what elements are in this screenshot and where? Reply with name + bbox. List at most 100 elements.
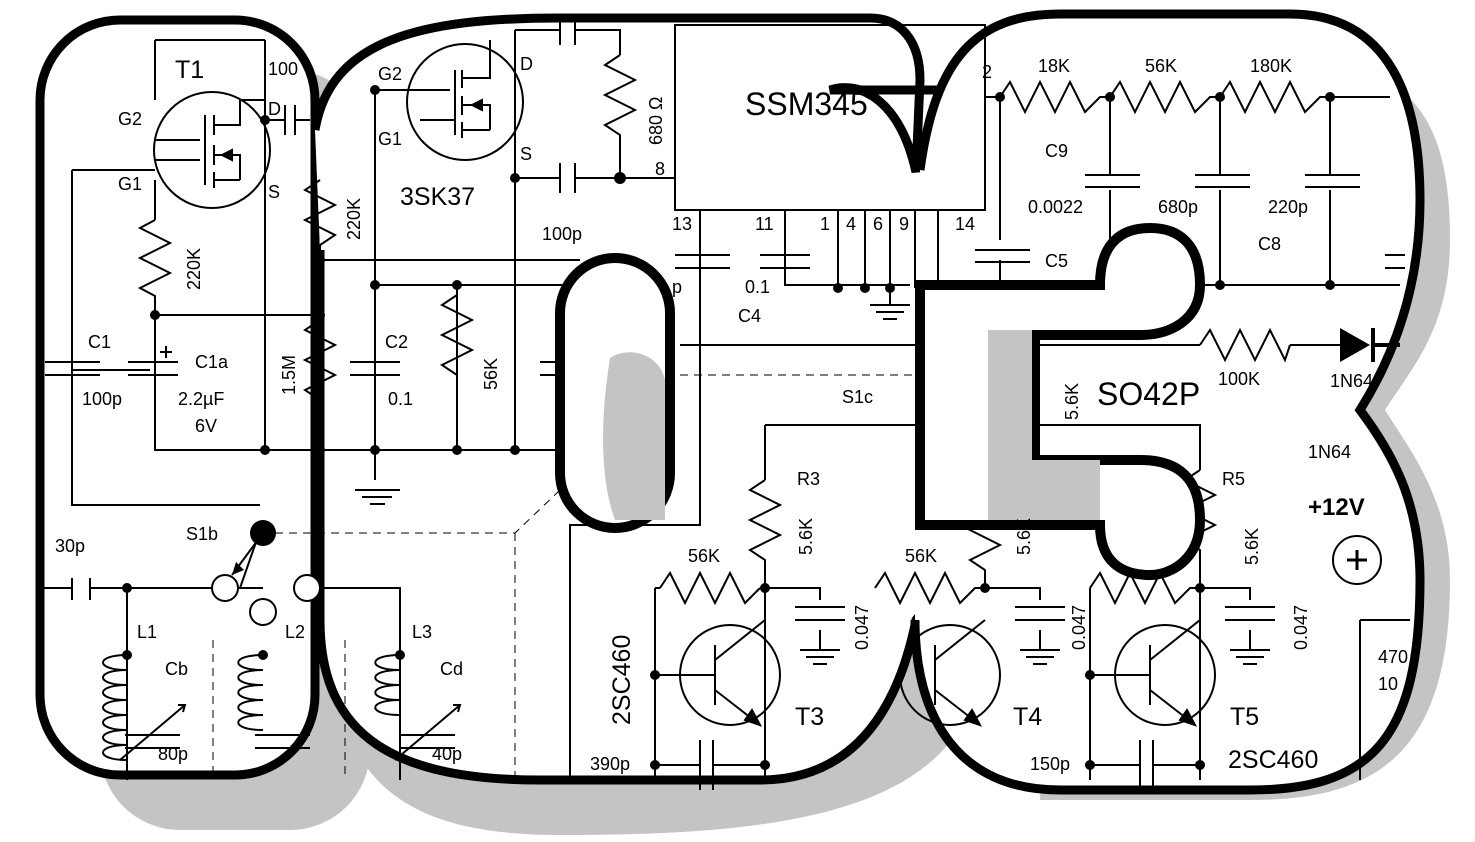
inductors [102,648,401,761]
label-pin6: 6 [873,214,883,234]
resistor-56k-t [1109,79,1220,115]
label-56k-t4: 56K [905,546,937,566]
label-pin11: 11 [755,214,774,234]
label-d2: D [520,54,533,74]
label-pin14: 14 [955,214,975,234]
label-t1: T1 [175,56,204,84]
label-1n64-a: 1N64 [1330,371,1373,391]
label-3sk37: 3SK37 [400,183,475,211]
label-470: 470 [1378,647,1408,667]
resistor-18k [999,79,1110,115]
label-c2-value: 0.1 [388,389,413,409]
label-l3: L3 [412,622,432,642]
label-s1c: S1c [842,387,873,407]
transistor-t3 [679,619,781,727]
label-220p: 220p [1268,197,1308,217]
capacitors [45,15,1405,790]
resistor-1m5 [302,319,338,450]
label-g1b: G1 [378,129,402,149]
resistor-56k-5 [1089,570,1195,606]
label-c9: C9 [1045,141,1068,161]
logo-letter-e [910,9,1425,795]
label-10: 10 [1378,674,1398,694]
transistor-t1 [153,91,271,209]
label-1n64-b: 1N64 [1308,442,1351,462]
label-1.5m: 1.5M [279,355,299,395]
label-pin4: 4 [846,214,856,234]
label-2sc460-t5: 2SC460 [1228,746,1318,774]
transistor-t5 [1114,619,1216,727]
label-t5: T5 [1230,703,1259,731]
label-c5: C5 [1045,251,1068,271]
label-0.1-ic: 0.1 [745,277,770,297]
transistor-3sk37 [406,40,524,161]
label-cd: Cd [440,659,463,679]
label-0.0022: 0.0022 [1028,197,1083,217]
label-t4: T4 [1013,703,1042,731]
label-c4: C4 [738,306,761,326]
label-100: 100 [268,59,298,79]
label-80p: 80p [158,744,188,764]
label-cp: p [672,277,682,297]
label-0.047-c: 0.047 [1291,605,1311,650]
label-r5: R5 [1222,469,1245,489]
label-180k: 180K [1250,56,1292,76]
label-680p: 680p [1158,197,1198,217]
label-pin8: 8 [655,159,665,179]
label-d1: D [268,99,281,119]
label-pin2: 2 [982,62,992,82]
resistor-180k [1219,79,1330,115]
label-56k-mid: 56K [481,358,501,390]
label-c1-value: 100p [82,389,122,409]
resistor-56k-4 [874,570,985,606]
plus-12v-terminal [1332,535,1382,585]
electrolytic-plus-sign [160,346,172,358]
label-c1a-value: 2.2µF [178,389,224,409]
label-cb: Cb [165,659,188,679]
label-plus-12v: +12V [1308,494,1365,521]
label-l1: L1 [137,622,157,642]
label-pin13: 13 [672,214,692,234]
label-40p: 40p [432,744,462,764]
label-r5-value: 5.6K [1242,528,1262,565]
label-t3: T3 [795,703,824,731]
switch-s1b [211,520,321,626]
label-s1: S [268,182,280,202]
label-5.6k-v: 5.6K [1062,383,1082,420]
label-c2: C2 [385,332,408,352]
label-g1a: G1 [118,174,142,194]
label-g2a: G2 [118,109,142,129]
label-r4-value: 5.6K [1014,518,1034,555]
transistor-t4 [899,619,1001,727]
resistor-r3 [747,479,783,588]
switch-linkage [212,374,920,780]
label-s1b: S1b [186,524,218,544]
label-220k-b: 220K [344,198,364,240]
junction-dots [122,85,1335,770]
label-g2b: G2 [378,64,402,84]
label-0.047-a: 0.047 [852,605,872,650]
label-c1a-voltage: 6V [195,416,217,436]
label-c1a: C1a [195,352,229,372]
label-18k: 18K [1038,56,1070,76]
label-pin1: 1 [820,214,830,234]
resistor-220k-a [137,219,173,300]
label-c1: C1 [88,332,111,352]
resistor-220k-b [302,179,338,260]
label-pin9: 9 [899,214,909,234]
component-labels: T1 100 G2 D G1 S 220K 220K G2 G1 D S 3SK… [55,54,1408,774]
resistor-56k-3 [659,570,761,606]
ic-ssm345: SSM345 [745,86,868,122]
circuit-wiring [40,24,1410,780]
label-390p: 390p [590,754,630,774]
label-56k-top: 56K [1145,56,1177,76]
label-2sc460-t3: 2SC460 [608,635,636,725]
label-100p: 100p [542,224,582,244]
label-150p: 150p [1030,754,1070,774]
resistor-680 [602,54,638,160]
label-56k-t3: 56K [688,546,720,566]
label-r3: R3 [797,469,820,489]
label-220k-a: 220K [184,248,204,290]
resistor-100k [1199,327,1291,363]
